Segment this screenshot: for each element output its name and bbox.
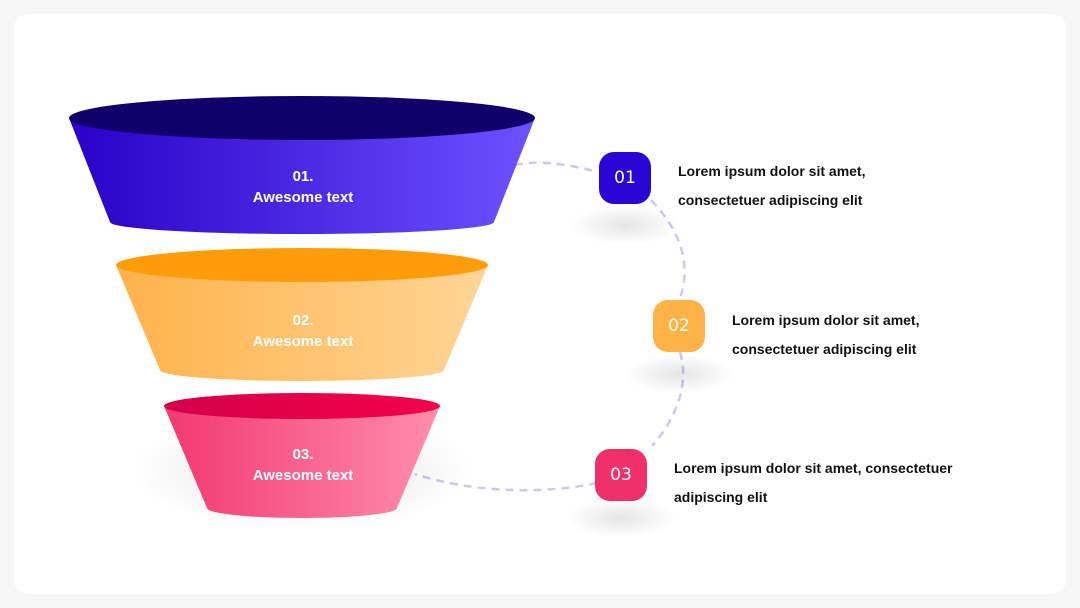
connector-path [414,161,686,492]
stage-2-label: 02. Awesome text [153,310,453,352]
funnel-stage-2-top [116,248,488,282]
funnel-stage-1 [69,118,535,234]
stage-1-number: 01. [292,168,314,185]
funnel-stage-3 [164,406,440,518]
step-2-text: Lorem ipsum dolor sit amet, consectetuer… [732,312,920,357]
funnel-stage-3-top [164,393,440,419]
badge-3-shadow [566,498,676,538]
step-badge-2: 02 [653,300,705,352]
step-badge-3: 03 [595,449,647,501]
stage-3-text: Awesome text [252,467,354,484]
stage-1-label: 01. Awesome text [153,166,453,208]
stage-2-number: 02. [292,312,314,329]
step-3-text: Lorem ipsum dolor sit amet, consectetuer… [674,460,953,505]
stage-2-text: Awesome text [252,333,354,350]
step-1-text: Lorem ipsum dolor sit amet, consectetuer… [678,163,866,208]
stage-3-number: 03. [292,446,314,463]
stage-1-text: Awesome text [252,189,354,206]
stage-3-label: 03. Awesome text [153,444,453,486]
step-badge-1: 01 [599,152,651,204]
funnel-stage-1-top [69,96,535,140]
badge-2-shadow [624,354,734,394]
funnel-stage-2 [116,265,488,381]
badge-1-shadow [570,205,680,245]
